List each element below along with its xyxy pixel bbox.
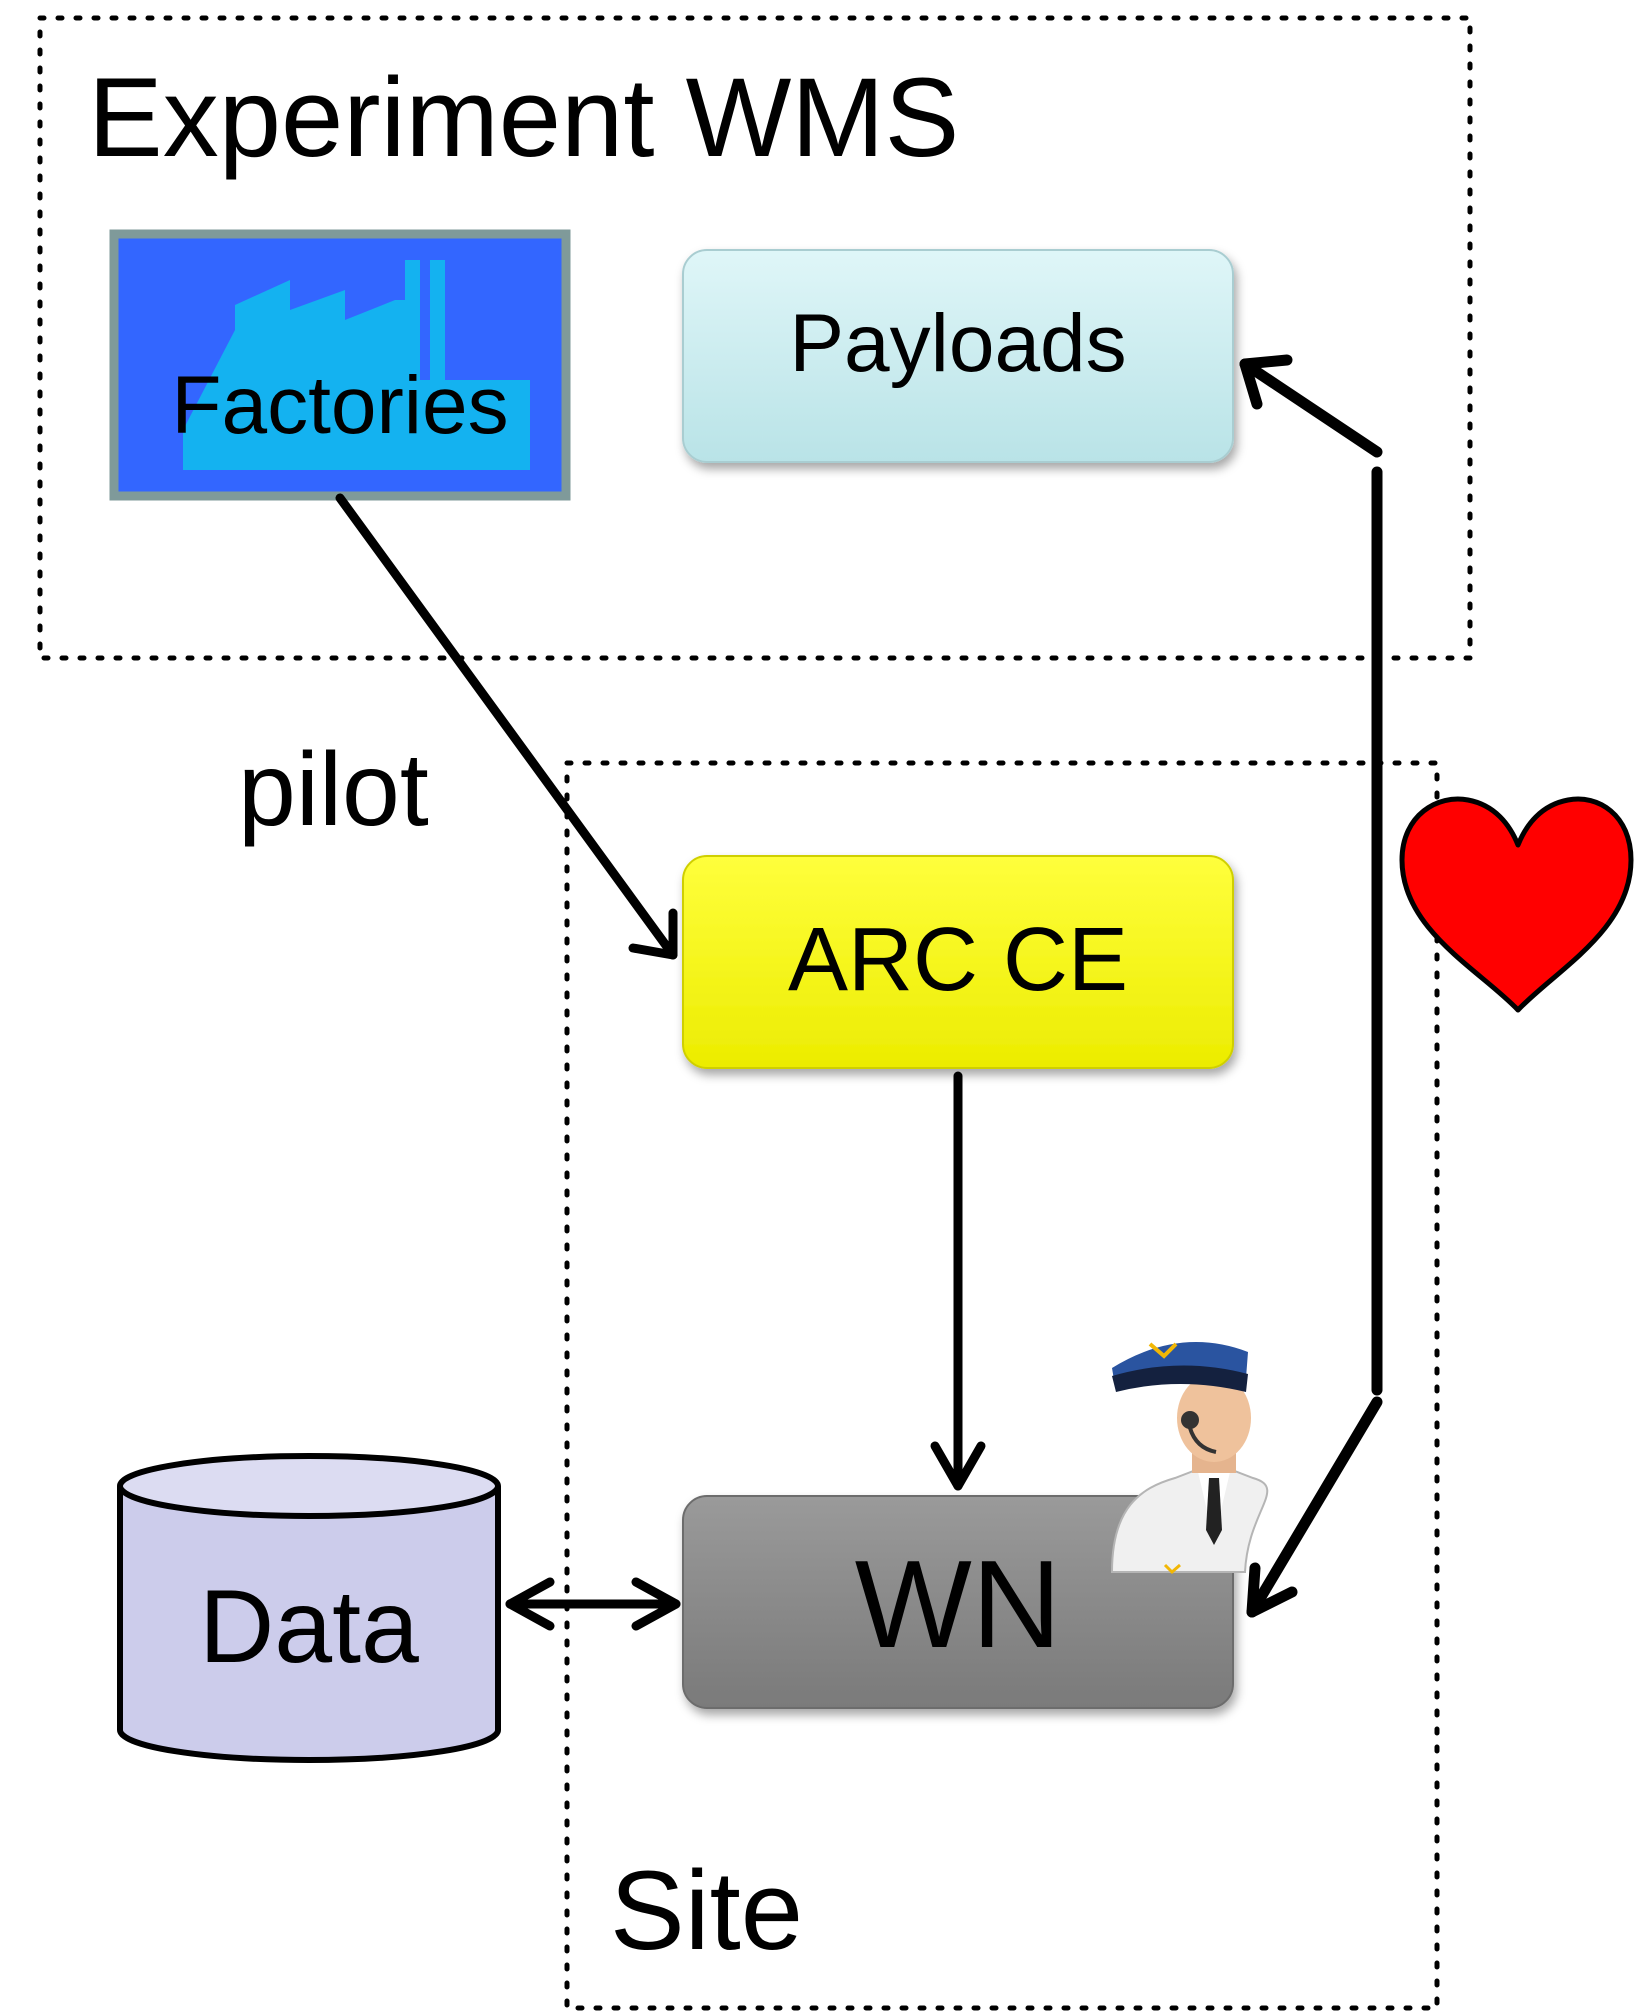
pilot-icon (1110, 1342, 1269, 1575)
data-wn-arrow (505, 1577, 681, 1631)
site-region (564, 760, 1440, 2011)
arc-ce-label: ARC CE (787, 909, 1129, 1010)
payloads-box (682, 249, 1234, 463)
heartbeat-loop-arrow (1239, 354, 1383, 1618)
wn-box (682, 1495, 1234, 1709)
data-cylinder (117, 1453, 501, 1763)
pilot-arrow (335, 493, 678, 960)
pilot-label: pilot (238, 732, 429, 848)
factory-icon (183, 260, 530, 470)
experiment-wms-region (37, 15, 1473, 661)
wn-label: WN (854, 1536, 1062, 1674)
heart-icon (1399, 796, 1634, 1013)
site-title: Site (610, 1848, 803, 1973)
data-label: Data (199, 1568, 419, 1685)
payloads-label: Payloads (789, 298, 1127, 389)
arc-to-wn-arrow (930, 1071, 986, 1491)
experiment-wms-title: Experiment WMS (88, 55, 960, 180)
arc-ce-box (682, 855, 1234, 1069)
factories-label: Factories (171, 360, 509, 451)
